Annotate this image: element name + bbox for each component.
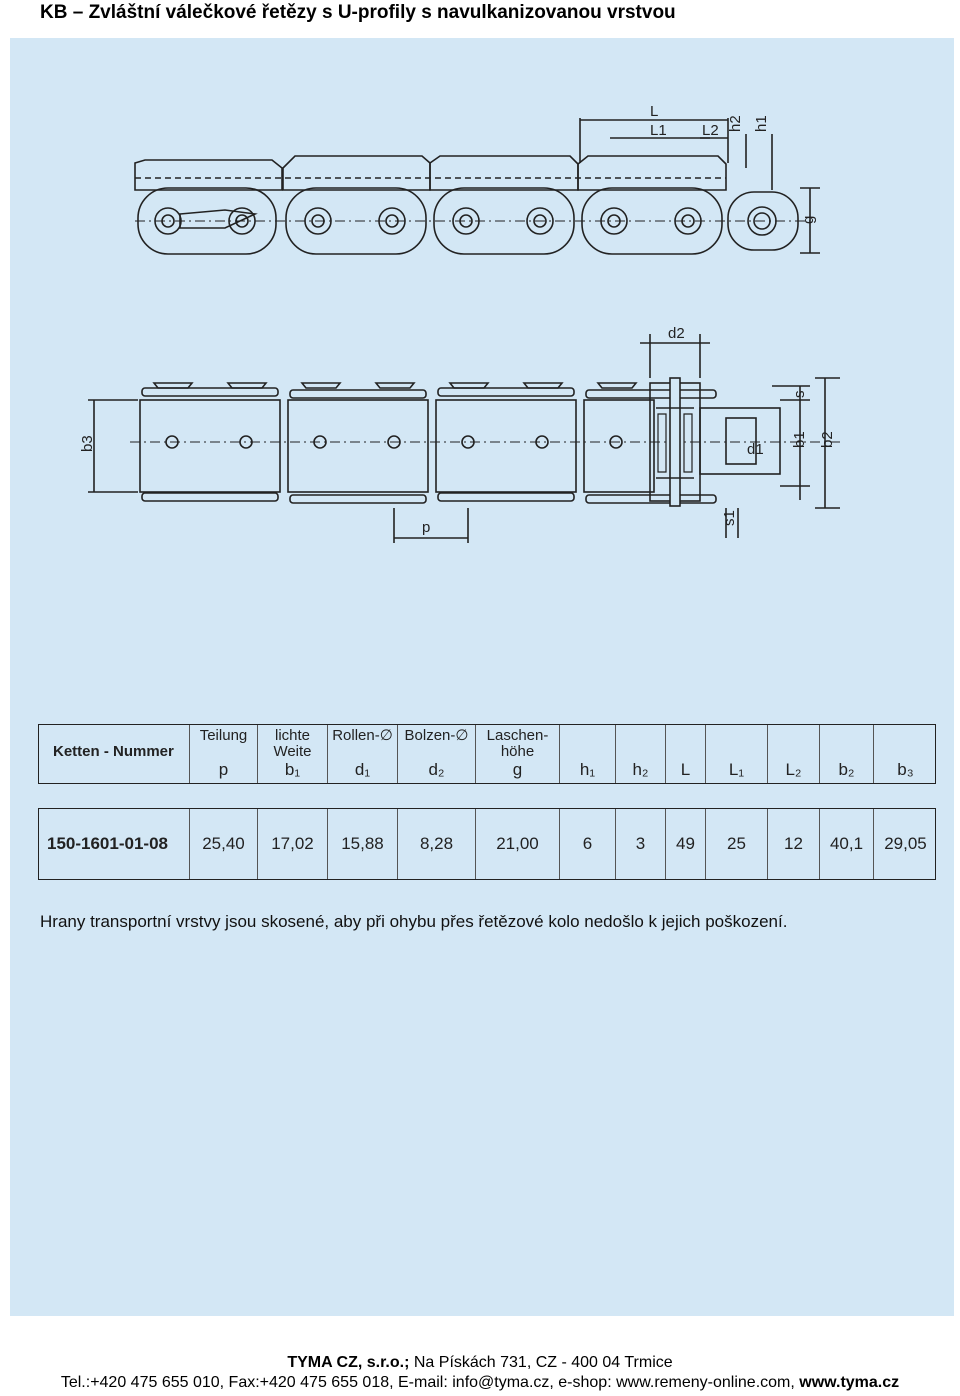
header-cell: b₂	[819, 725, 873, 783]
header-symbol: b₂	[838, 760, 855, 779]
header-label-line1: Teilung	[199, 727, 248, 744]
chain-body	[583, 399, 655, 493]
table-cell: 17,02	[257, 809, 327, 879]
label-d2: d2	[668, 325, 685, 342]
label-L1: L1	[650, 122, 667, 139]
label-s: s	[791, 391, 808, 399]
header-label-line1: lichte	[274, 727, 311, 744]
header-symbol: h₁	[579, 760, 596, 779]
technical-drawing-sheet: L L1 L2 h2 h1 g d2 s b1 b2 d1 b3 p s1	[10, 38, 954, 1316]
header-label-line2: Weite	[273, 743, 312, 760]
coating-plate	[577, 155, 727, 191]
chain-body	[139, 399, 281, 493]
chain-body	[435, 399, 577, 493]
chain-number-header: Ketten - Nummer	[53, 743, 174, 760]
header-cell: L₁	[705, 725, 767, 783]
header-symbol: L₁	[728, 760, 745, 779]
table-cell: 49	[665, 809, 705, 879]
header-cell: Bolzen-∅ d₂	[397, 725, 475, 783]
footer-address-line: TYMA CZ, s.r.o.; Na Pískách 731, CZ - 40…	[0, 1354, 960, 1372]
header-symbol: p	[218, 760, 229, 779]
header-cell: Teilung p	[189, 725, 257, 783]
label-L: L	[650, 103, 658, 120]
header-symbol: d₂	[428, 760, 445, 779]
header-symbol: b₃	[897, 760, 914, 779]
cell-value: 29,05	[884, 834, 927, 853]
label-b2: b2	[819, 431, 836, 448]
header-label-line1: Laschen-	[486, 727, 549, 744]
chain-number: 150-1601-01-08	[47, 834, 168, 853]
coating-note: Hrany transportní vrstvy jsou skosené, a…	[40, 912, 788, 931]
cell-value: 12	[784, 834, 803, 853]
link-plate	[285, 187, 427, 255]
table-cell: 6	[559, 809, 615, 879]
cell-value: 49	[676, 834, 695, 853]
header-label-line2: höhe	[500, 743, 535, 760]
label-g: g	[800, 216, 817, 224]
cell-value: 21,00	[496, 834, 539, 853]
table-cell: 15,88	[327, 809, 397, 879]
label-b1: b1	[791, 431, 808, 448]
header-cell: h₁	[559, 725, 615, 783]
label-s1: s1	[721, 510, 738, 526]
table-row: 150-1601-01-08 25,40 17,02 15,88 8,28 21,00 6…	[38, 808, 936, 880]
header-symbol: L₂	[785, 760, 802, 779]
table-cell: 12	[767, 809, 819, 879]
link-plate	[433, 187, 575, 255]
pin-head	[374, 382, 416, 389]
header-cell: Rollen-∅ d₁	[327, 725, 397, 783]
header-cell: L₂	[767, 725, 819, 783]
cell-value: 25	[727, 834, 746, 853]
pin-head	[596, 382, 638, 389]
header-symbol: h₂	[632, 760, 649, 779]
chain-body	[287, 399, 429, 493]
table-cell: 25,40	[189, 809, 257, 879]
header-symbol: d₁	[354, 760, 371, 779]
label-p: p	[422, 519, 430, 536]
table-cell: 25	[705, 809, 767, 879]
cell-value: 3	[635, 834, 646, 853]
pin-head	[300, 382, 342, 389]
table-cell: 8,28	[397, 809, 475, 879]
table-cell: 21,00	[475, 809, 559, 879]
header-symbol: g	[512, 760, 523, 779]
header-symbol: b₁	[284, 760, 301, 779]
label-h1: h1	[753, 115, 770, 132]
footer-company: TYMA CZ, s.r.o.;	[287, 1354, 410, 1371]
header-label-line1: Bolzen-∅	[404, 727, 469, 744]
table-cell: 40,1	[819, 809, 873, 879]
cell-value: 40,1	[829, 834, 864, 853]
page-title: KB – Zvláštní válečkové řetězy s U-profi…	[40, 2, 676, 23]
coating-plate	[282, 155, 431, 191]
cell-value: 8,28	[419, 834, 454, 853]
header-cell: h₂	[615, 725, 665, 783]
cell-value: 6	[582, 834, 593, 853]
footer-web-link[interactable]: www.tyma.cz	[799, 1374, 900, 1391]
coating-plate	[429, 155, 579, 191]
label-h2: h2	[727, 115, 744, 132]
footer-address: Na Pískách 731, CZ - 400 04 Trmice	[409, 1354, 673, 1371]
header-label-line1: Rollen-∅	[332, 727, 393, 744]
coating-plate	[134, 159, 283, 191]
cell-value: 15,88	[341, 834, 384, 853]
label-b3: b3	[79, 435, 96, 452]
header-cell: b₃	[873, 725, 937, 783]
header-cell: L	[665, 725, 705, 783]
footer-contact-line: Tel.:+420 475 655 010, Fax:+420 475 655 …	[0, 1374, 960, 1392]
label-L2: L2	[702, 122, 719, 139]
table-cell: 29,05	[873, 809, 937, 879]
cell-value: 25,40	[202, 834, 245, 853]
table-cell: 3	[615, 809, 665, 879]
footer-contact: Tel.:+420 475 655 010, Fax:+420 475 655 …	[60, 1374, 800, 1391]
header-symbol: L	[680, 760, 691, 779]
chain-drawing: L L1 L2 h2 h1 g d2 s b1 b2 d1 b3 p s1	[79, 103, 840, 543]
label-d1: d1	[747, 441, 764, 458]
cell-value: 17,02	[271, 834, 314, 853]
